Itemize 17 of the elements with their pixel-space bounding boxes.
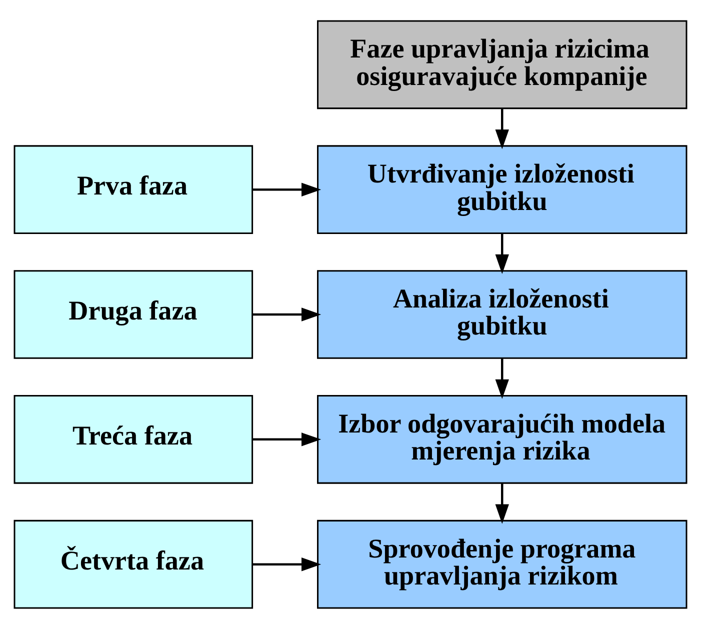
arrow [252,307,322,321]
arrow [252,432,322,446]
arrow [252,182,322,196]
arrow [252,556,322,571]
node-box: Faze upravljanja rizicima osiguravajuće kompanije [317,20,688,109]
arrow [495,108,509,149]
node-box: Sprovođenje programa upravljanja rizikom [317,519,688,608]
node-box: Druga faza [14,270,254,358]
node-box: Treća faza [14,394,254,484]
arrow [495,233,509,274]
node-box: Izbor odgovarajućih modela mjerenja rizika [317,394,688,484]
node-box: Analiza izloženosti gubitku [317,270,688,358]
node-box: Četvrta faza [14,519,254,608]
arrow [495,483,509,524]
node-box: Prva faza [14,144,254,234]
node-box: Utvrđivanje izloženosti gubitku [317,144,688,234]
arrow [495,358,509,398]
